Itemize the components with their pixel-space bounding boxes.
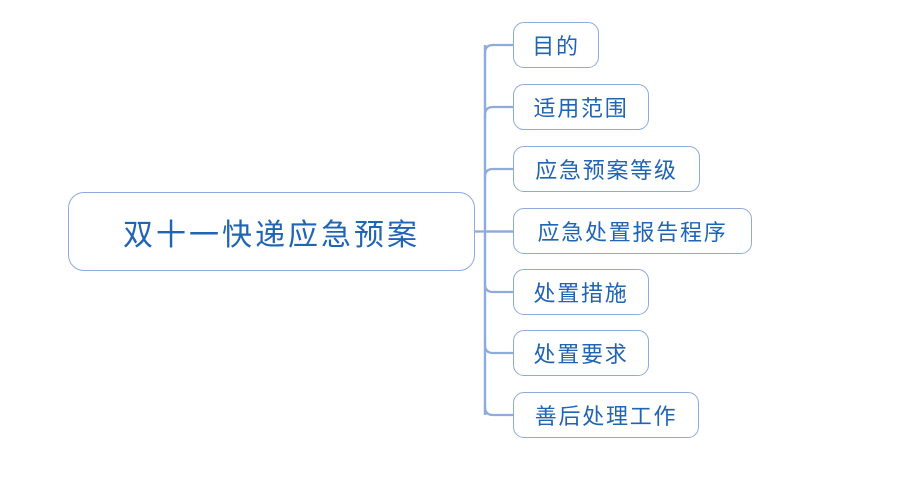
mindmap-child-label-5: 处置措施 <box>533 281 629 306</box>
mindmap-child-node-3[interactable]: 应急预案等级 <box>513 146 700 192</box>
connector-branch-4 <box>483 280 513 294</box>
mindmap-child-label-7: 善后处理工作 <box>534 404 678 429</box>
connector-branch-5 <box>483 341 513 355</box>
mindmap-child-node-5[interactable]: 处置措施 <box>513 269 649 315</box>
mindmap-child-node-4[interactable]: 应急处置报告程序 <box>513 208 752 254</box>
mindmap-child-label-3: 应急预案等级 <box>535 158 678 183</box>
mindmap-root-node[interactable]: 双十一快递应急预案 <box>68 192 475 271</box>
mindmap-child-node-7[interactable]: 善后处理工作 <box>513 392 699 438</box>
mindmap-child-label-2: 适用范围 <box>533 96 629 121</box>
connector-branch-0 <box>483 43 513 57</box>
mindmap-root-label: 双十一快递应急预案 <box>123 218 420 252</box>
mindmap-child-label-1: 目的 <box>532 34 580 59</box>
mindmap-child-label-4: 应急处置报告程序 <box>537 220 728 245</box>
mindmap-child-node-2[interactable]: 适用范围 <box>513 84 649 130</box>
mindmap-child-label-6: 处置要求 <box>533 342 629 367</box>
connector-branch-1 <box>483 105 513 119</box>
connector-branch-6 <box>483 403 513 417</box>
mindmap-child-node-6[interactable]: 处置要求 <box>513 330 649 376</box>
connector-branch-2 <box>483 167 513 181</box>
mindmap-child-node-1[interactable]: 目的 <box>513 22 599 68</box>
